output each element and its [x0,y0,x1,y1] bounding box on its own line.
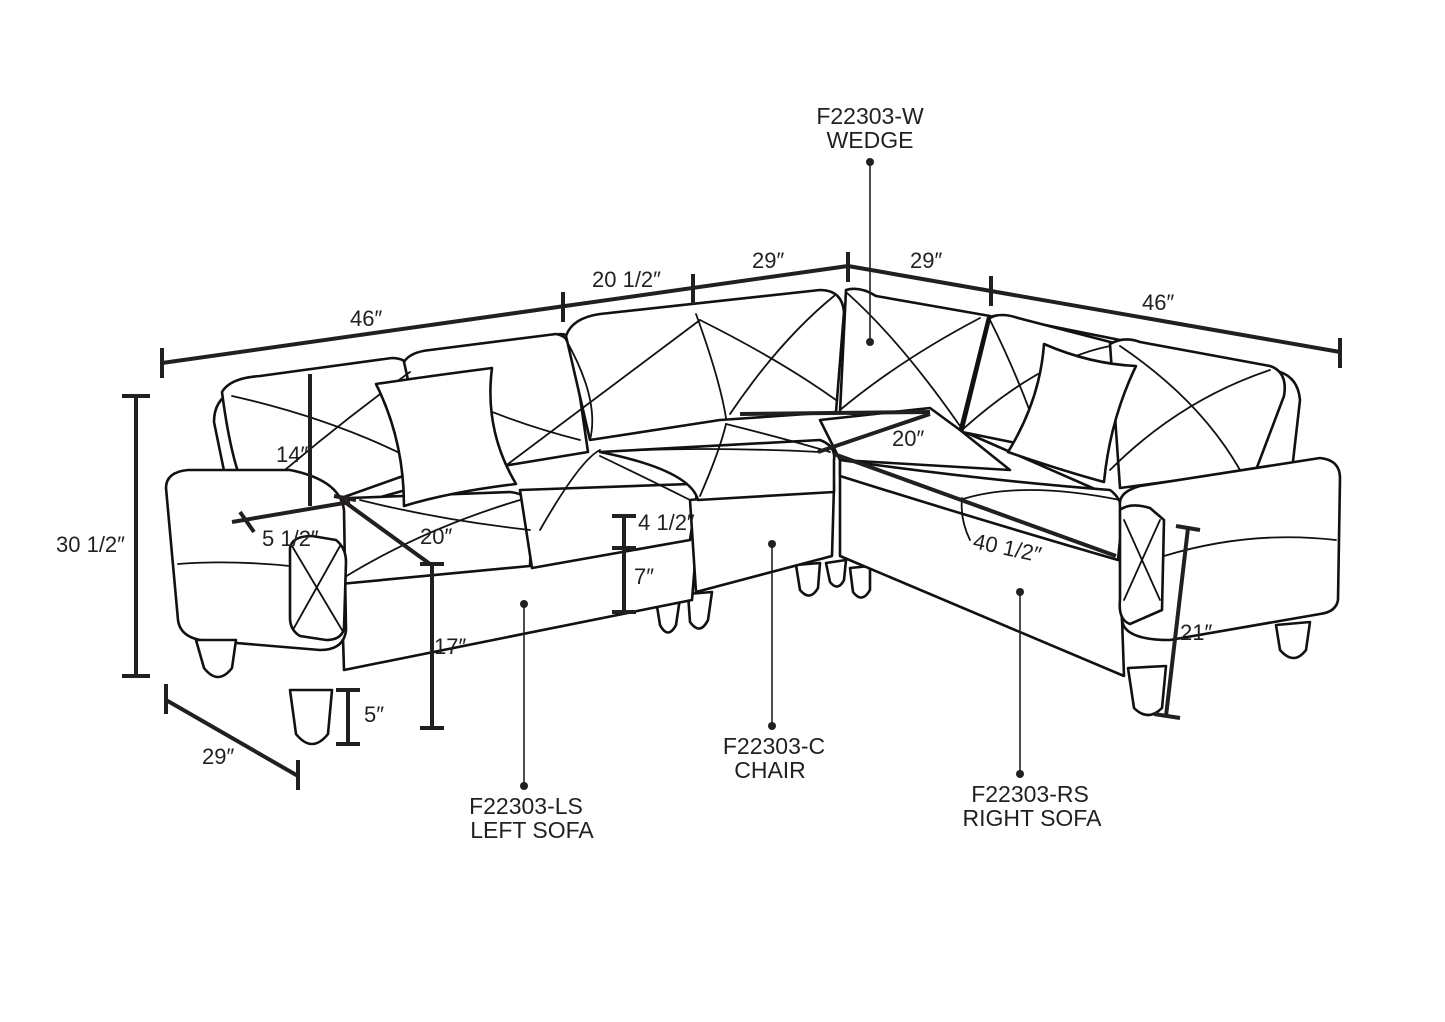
dim-top-wedge-width: 29″ [910,248,942,273]
wedge-back-seam-1 [845,291,961,427]
left-seat-seam-4 [599,455,691,501]
leg-right-front [1126,664,1168,717]
leg-wedge-right [848,564,872,599]
leader-dot-left-sofa-bottom [520,782,528,790]
dim-back-height: 14″ [276,442,308,467]
left-throw-pillow [374,366,518,508]
left-arm-seam-3 [177,561,291,567]
dim-tick-arm-height-bottom [1153,712,1181,720]
leader-dot-right-sofa-bottom [1016,770,1024,778]
label-left-sofa-code: F22303-LS [469,793,583,819]
dim-tick-arm-right [333,494,357,502]
dim-line-top-left [161,264,849,365]
right-back-seam-3 [1119,345,1241,471]
sofa-drawing [164,287,1342,746]
leader-dot-chair [768,540,776,548]
right-back-seam-4 [1109,369,1271,471]
chair-back-cushion [564,288,846,442]
leg-wedge-left [794,561,822,597]
chair-back-seam-2 [695,313,727,419]
left-seat-seam-1 [339,499,521,581]
label-left-sofa-name: LEFT SOFA [470,817,594,843]
dim-top-mid-length: 20 1/2″ [592,267,661,292]
chair-seat-cushion [598,438,836,502]
leg-chair-mid [686,590,714,630]
dim-leg-height: 5″ [364,702,384,727]
right-arm [1118,456,1342,642]
chair-back-seam-5 [729,295,835,415]
leg-wedge-mid [824,558,848,588]
leader-dot-wedge [866,338,874,346]
dim-line-wedge-top [739,410,931,416]
right-back-seam-2 [961,345,1111,431]
right-throw-pillow [1006,342,1138,484]
chair-seat-seam-1 [599,448,821,453]
leader-dot-left-sofa [520,600,528,608]
dim-seat-depth-wedge: 20″ [892,426,924,451]
label-chair-name: CHAIR [734,757,806,783]
dim-line-seat-width-right [833,452,1117,558]
dim-seat-to-cushion: 7″ [634,564,654,589]
dimension-labels: 46″ 20 1/2″ 29″ 29″ 46″ 30 1/2″ 14″ 5 1/… [56,248,1212,769]
dimension-lines [122,252,1342,790]
dim-line-arm-height [1164,527,1190,717]
dim-top-right-length: 46″ [1142,290,1174,315]
dim-seat-depth-left: 20″ [420,524,452,549]
label-chair-code: F22303-C [723,733,825,759]
dim-tick-arm-left [238,510,256,534]
dim-line-depth [165,698,299,778]
leg-left-front [194,638,238,679]
leader-dot-right-sofa [1016,588,1024,596]
dim-line-seat-depth-left [340,498,432,566]
chair-seat-seam-2 [699,423,727,497]
dim-depth: 29″ [202,744,234,769]
dim-cushion-thickness: 4 1/2″ [638,510,695,535]
dim-top-left-length: 46″ [350,306,382,331]
dim-top-chair-width: 29″ [752,248,784,273]
label-right-sofa-code: F22303-RS [971,781,1089,807]
left-arm-seam-2 [293,545,341,629]
left-back-seam-1 [231,395,411,459]
dim-tick-arm-height-top [1175,524,1201,532]
dim-arm-width: 5 1/2″ [262,526,319,551]
wedge-back-seam-2 [839,317,981,411]
right-seat-seam-1 [959,489,1121,501]
left-seat-seam-2 [359,499,531,531]
dim-line-arm-width [231,500,351,524]
leg-left-mid [288,688,334,746]
label-wedge-name: WEDGE [827,127,914,153]
label-right-sofa-name: RIGHT SOFA [963,805,1103,831]
leader-dot-chair-bottom [768,722,776,730]
label-wedge-code: F22303-W [816,103,924,129]
dim-seat-height: 17″ [434,634,466,659]
right-back-cushion-2 [1108,338,1286,490]
left-seat-seam-3 [539,449,601,531]
chair-back-seam-3 [499,319,701,471]
chair-back-seam-4 [699,319,837,401]
right-arm-seam-2 [1123,519,1161,601]
dim-line-seat-depth-wedge [817,412,931,454]
component-callouts: F22303-W WEDGE F22303-C CHAIR F22303-LS … [469,103,1102,843]
leader-dot-wedge-top [866,158,874,166]
dim-line-top-right [847,264,1341,354]
dim-arm-height: 21″ [1180,620,1212,645]
leg-right-back [1274,620,1312,660]
chair-back-seam-1 [565,339,594,441]
dim-overall-height: 30 1/2″ [56,532,125,557]
